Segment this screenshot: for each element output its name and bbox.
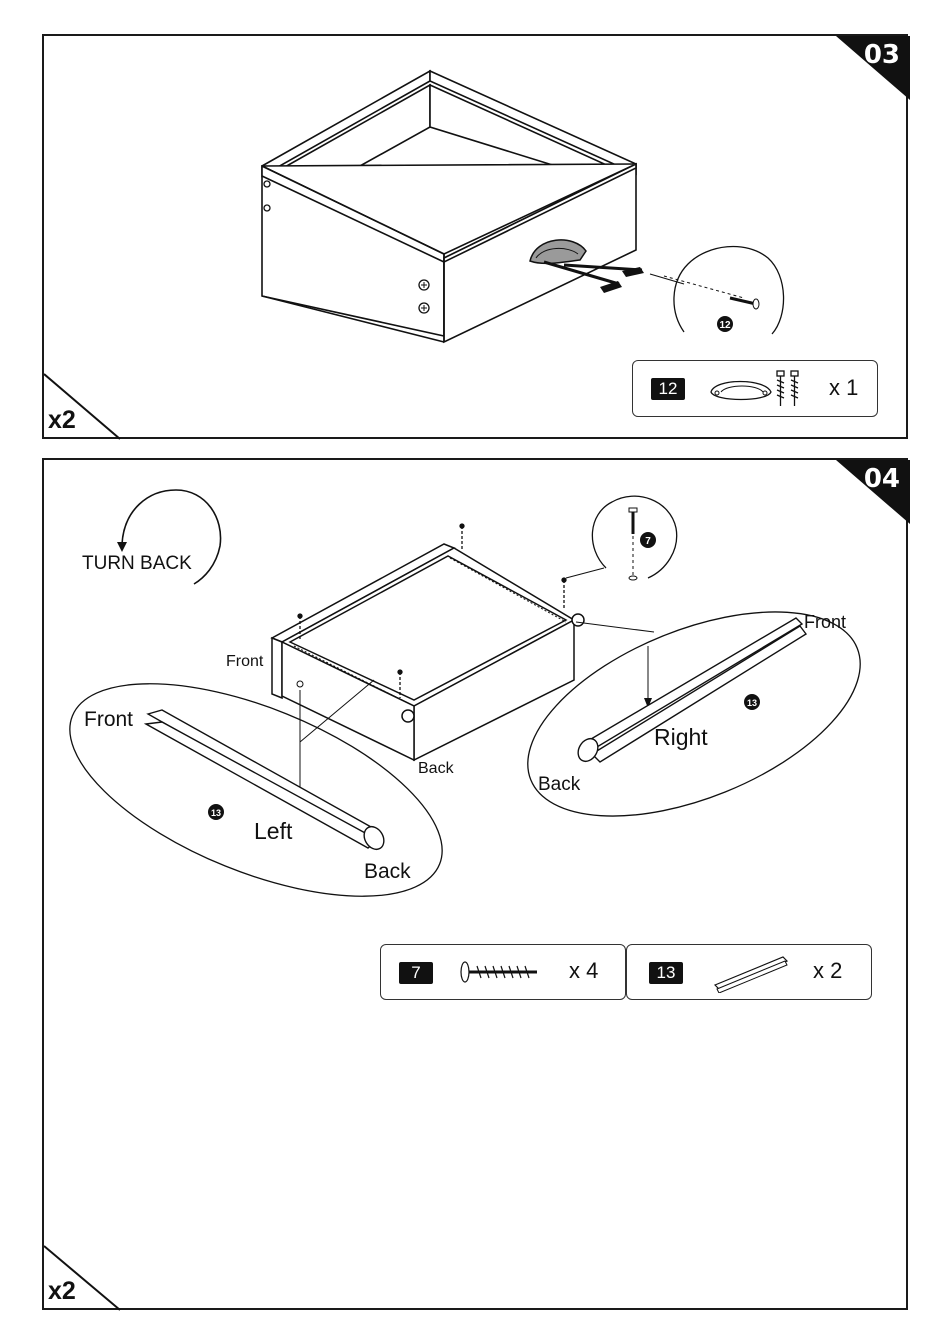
parts-box-rails: 13 x 2: [626, 944, 872, 1000]
screw-part-icon: [459, 957, 549, 987]
right-rail-back-label: Back: [538, 774, 580, 796]
step-03-panel: 12 03 x2 12 x 1: [42, 34, 908, 439]
callout-part-number: 12: [719, 320, 731, 331]
step-badge: 03: [832, 36, 906, 100]
callout-part-number: 7: [645, 536, 651, 547]
turn-back-instruction: TURN BACK: [82, 553, 192, 575]
parts-box: 12 x 1: [632, 360, 878, 417]
part-id-label: 12: [651, 378, 685, 400]
step-04-panel: 7 13 13 04 x2 TURN BACK Front Back Front: [42, 458, 908, 1310]
screw-icon: [730, 298, 759, 309]
left-rail-back-label: Back: [364, 860, 411, 884]
left-rail-part-number: 13: [211, 808, 221, 818]
repeat-multiplier: x2: [48, 1277, 76, 1306]
repeat-multiplier: x2: [48, 406, 76, 435]
drawer-back-label: Back: [418, 760, 454, 778]
part-quantity: x 1: [829, 375, 858, 401]
step-badge: 04: [832, 460, 906, 524]
left-rail-side-label: Left: [254, 818, 292, 845]
right-rail-part-number: 13: [747, 698, 757, 708]
part-id-label: 13: [649, 962, 683, 984]
drawer-front-label: Front: [226, 653, 263, 671]
drawer-box: [262, 71, 636, 342]
part-id-label: 7: [399, 962, 433, 984]
step-number: 04: [864, 464, 900, 494]
part-quantity: x 4: [569, 958, 598, 984]
right-rail-front-label: Front: [804, 612, 846, 633]
cup-handle-part-icon: [707, 366, 817, 411]
left-rail-front-label: Front: [84, 708, 133, 732]
right-rail-side-label: Right: [654, 724, 708, 751]
step-number: 03: [864, 40, 900, 70]
part-quantity: x 2: [813, 958, 842, 984]
parts-box-screws: 7 x 4: [380, 944, 626, 1000]
step-04-illustration: 7 13 13: [44, 460, 910, 1312]
rail-part-icon: [711, 953, 795, 993]
screw-icon: [629, 508, 637, 580]
